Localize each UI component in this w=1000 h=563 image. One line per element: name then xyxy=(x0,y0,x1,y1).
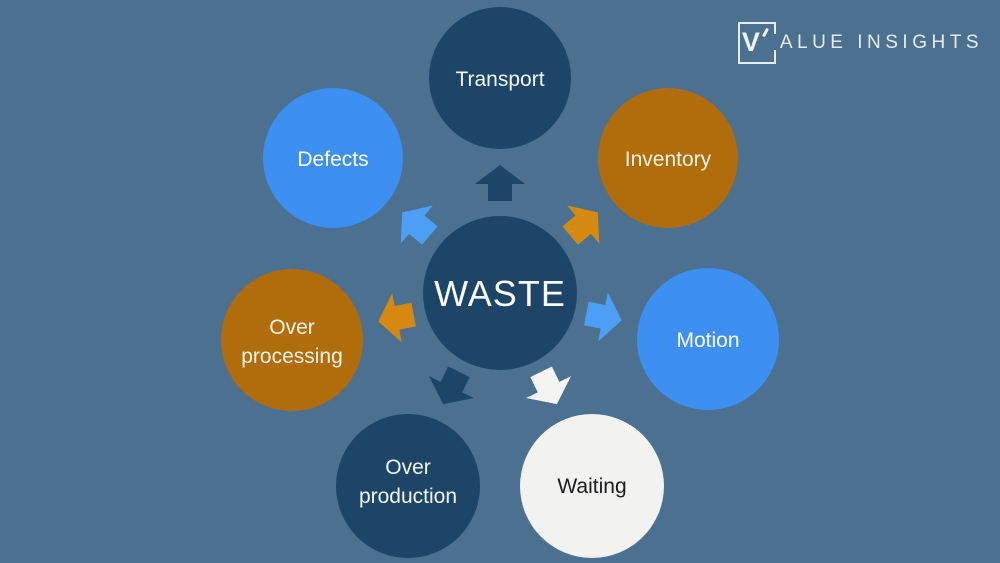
brand-logo-text: ALUE INSIGHTS xyxy=(779,32,983,53)
brand-logo-letter: V xyxy=(741,27,760,57)
arrow-over-production-icon xyxy=(428,366,474,405)
arrow-over-processing-icon xyxy=(378,293,416,343)
circle-over-production xyxy=(336,414,480,558)
label-motion: Motion xyxy=(676,329,739,352)
arrow-motion-icon xyxy=(584,292,622,342)
label-transport: Transport xyxy=(455,68,544,91)
label-over-processing-line1: Over xyxy=(269,316,315,339)
circle-inventory xyxy=(598,88,738,228)
brand-logo-gap xyxy=(773,34,776,50)
circle-waiting xyxy=(520,414,664,558)
arrow-waiting-icon xyxy=(526,366,572,405)
label-waiting: Waiting xyxy=(557,475,626,498)
arrow-transport-icon xyxy=(475,165,525,201)
brand-logo-tick-icon xyxy=(761,27,769,38)
circle-over-processing xyxy=(221,269,363,411)
circle-transport xyxy=(429,7,571,149)
label-over-processing-line2: processing xyxy=(241,345,343,368)
circle-motion xyxy=(637,268,779,410)
circle-defects xyxy=(263,88,403,228)
brand-logo-box-icon: V xyxy=(737,22,776,64)
arrow-defects-icon xyxy=(400,205,438,245)
arrow-inventory-icon xyxy=(562,205,600,245)
label-over-production-line1: Over xyxy=(385,456,431,479)
circle-waste-center xyxy=(423,216,577,370)
label-waste: WASTE xyxy=(434,273,566,314)
label-defects: Defects xyxy=(297,148,368,171)
label-inventory: Inventory xyxy=(625,148,712,171)
label-over-production-line2: production xyxy=(359,485,457,508)
brand-logo: V ALUE INSIGHTS xyxy=(737,22,983,64)
arrow-group xyxy=(378,165,622,405)
